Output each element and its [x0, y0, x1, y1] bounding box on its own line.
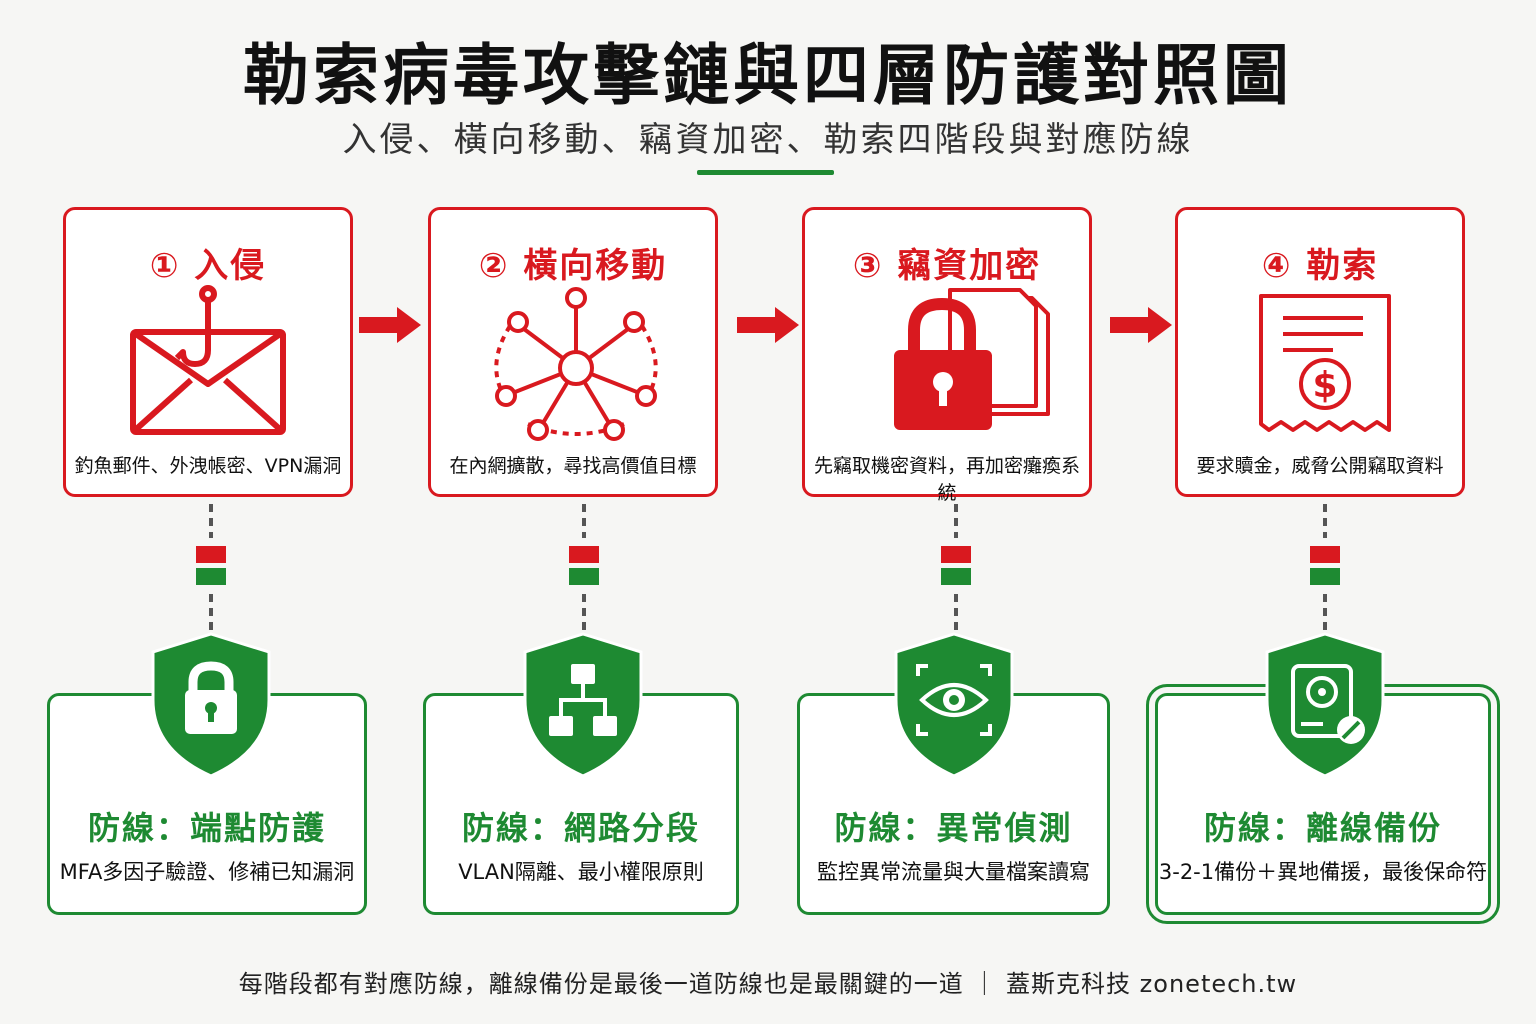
- defense-title: 防線：網路分段: [461, 809, 700, 847]
- defense-card-offline-backup: 防線：離線備份 3-2-1備份＋異地備援，最後保命符: [1146, 684, 1500, 924]
- defense-description: 監控異常流量與大量檔案讀寫: [817, 860, 1090, 884]
- shield-eye-icon: [894, 632, 1014, 778]
- stage-description: 先竊取機密資料，再加密癱瘓系統: [813, 455, 1080, 504]
- stage-card-intrusion: ① 入侵 釣魚郵件、外洩帳密、VPN漏洞: [63, 207, 353, 497]
- page-title: 勒索病毒攻擊鏈與四層防護對照圖: [243, 37, 1293, 114]
- locked-files-icon: [894, 288, 1050, 430]
- network-spread-icon: [494, 287, 658, 441]
- stage-title: ① 入侵: [149, 246, 267, 286]
- defense-title: 防線：離線備份: [1203, 809, 1442, 847]
- arrow-right-icon: [359, 307, 421, 343]
- stage-description: 要求贖金，威脅公開竊取資料: [1196, 455, 1444, 477]
- stage-title: ② 橫向移動: [478, 246, 668, 286]
- svg-text:$: $: [1312, 365, 1337, 406]
- stage-defense-connector: [1310, 504, 1340, 632]
- stage-defense-connector: [941, 504, 971, 632]
- ransom-invoice-icon: $: [1259, 294, 1391, 432]
- stage-card-lateral-movement: ② 橫向移動 在內網擴散，尋找高價值目標: [428, 207, 718, 497]
- defense-description: MFA多因子驗證、修補已知漏洞: [59, 860, 355, 884]
- footer-note: 每階段都有對應防線，離線備份是最後一道防線也是最關鍵的一道 ｜ 蓋斯克科技 zo…: [238, 970, 1298, 998]
- stage-title: ③ 竊資加密: [852, 246, 1042, 286]
- arrow-right-icon: [1110, 307, 1172, 343]
- defense-description: 3-2-1備份＋異地備援，最後保命符: [1158, 860, 1488, 884]
- stage-description: 在內網擴散，尋找高價值目標: [449, 455, 697, 477]
- shield-backup-drive-icon: [1265, 632, 1385, 778]
- stage-card-ransom: ④ 勒索 $ 要求贖金，威脅公開竊取資料: [1175, 207, 1465, 497]
- stage-defense-connector: [569, 504, 599, 632]
- defense-title: 防線：端點防護: [87, 809, 326, 847]
- stage-defense-connector: [196, 504, 226, 632]
- stage-title: ④ 勒索: [1261, 246, 1379, 286]
- page-subtitle: 入侵、橫向移動、竊資加密、勒索四階段與對應防線: [342, 120, 1194, 160]
- arrow-right-icon: [737, 307, 799, 343]
- title-divider: [697, 170, 834, 175]
- shield-lock-icon: [151, 632, 271, 778]
- stage-description: 釣魚郵件、外洩帳密、VPN漏洞: [74, 455, 342, 477]
- shield-network-icon: [523, 632, 643, 778]
- phishing-email-icon: [130, 285, 286, 435]
- stage-card-steal-encrypt: ③ 竊資加密 先竊取機密資料，再加密癱瘓系統: [802, 207, 1092, 504]
- defense-description: VLAN隔離、最小權限原則: [458, 860, 704, 884]
- defense-title: 防線：異常偵測: [834, 809, 1073, 847]
